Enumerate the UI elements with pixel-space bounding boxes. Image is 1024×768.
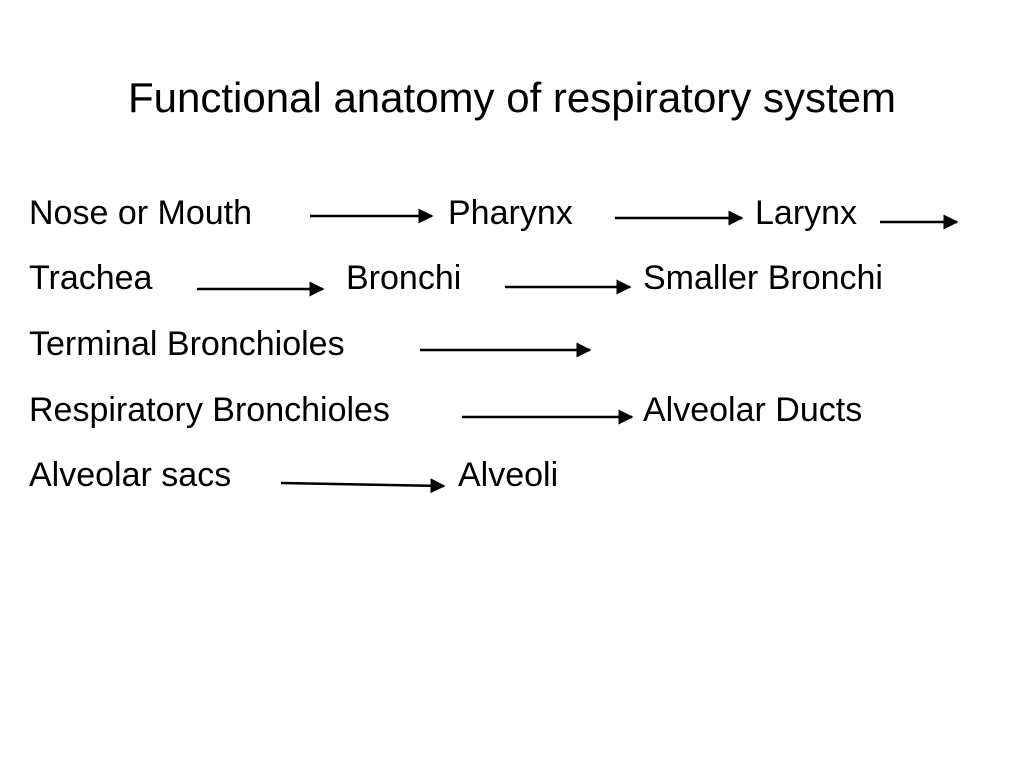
term-pharynx: Pharynx: [448, 194, 573, 232]
term-trachea: Trachea: [29, 259, 153, 297]
slide-title: Functional anatomy of respiratory system: [128, 74, 896, 121]
term-nose-or-mouth: Nose or Mouth: [29, 194, 252, 232]
term-smaller-bronchi: Smaller Bronchi: [643, 259, 883, 297]
term-terminal-bronchioles: Terminal Bronchioles: [29, 325, 345, 363]
term-alveoli: Alveoli: [458, 456, 559, 494]
arrow-alveolar-sacs-to-alveoli: [280, 478, 446, 494]
term-larynx: Larynx: [755, 194, 858, 232]
term-alveolar-sacs: Alveolar sacs: [29, 456, 232, 494]
term-bronchi: Bronchi: [346, 259, 462, 297]
term-alveolar-ducts: Alveolar Ducts: [643, 391, 863, 429]
term-respiratory-bronchioles: Respiratory Bronchioles: [29, 391, 390, 429]
